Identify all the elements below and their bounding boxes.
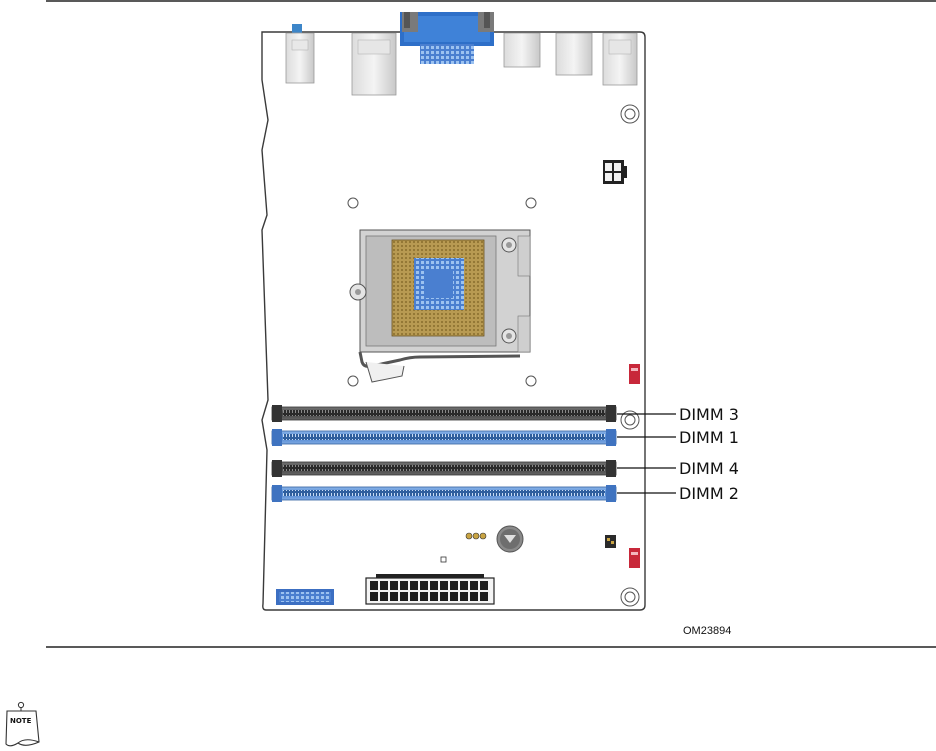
audio-jack-top [292,24,302,34]
callout-dimm-4: DIMM 4 [679,459,739,478]
atx-pin [460,592,468,601]
atx12v-connector [603,160,627,184]
usb-stack-middle [504,33,540,67]
atx-pin [410,581,418,590]
cmos-battery [497,526,523,552]
note-icon: NOTE [6,702,39,745]
atx-pin [460,581,468,590]
atx-pin [390,581,398,590]
atx-pin [450,592,458,601]
dimm-slot-4 [272,460,616,477]
atx-pin [410,592,418,601]
atx-pin [380,592,388,601]
callout-dimm-1: DIMM 1 [679,428,739,447]
chassis-fan-header-small [605,535,616,548]
front-panel-usb-header [276,589,334,605]
dimm-slot-2 [272,485,616,502]
atx-pin [370,592,378,601]
atx-pin [480,581,488,590]
atx-pin [480,592,488,601]
fan-header-cpu [629,364,640,384]
note-icon-text: NOTE [10,717,32,725]
dimm-slot-3 [272,405,616,422]
atx-pin [420,592,428,601]
callout-dimm-2: DIMM 2 [679,484,739,503]
usb-stack-right [556,33,592,75]
figure-id: OM23894 [683,625,731,637]
atx-pin [370,581,378,590]
jumper-header [466,533,486,539]
dimm-slot-1 [272,429,616,446]
atx-pin [430,581,438,590]
vga-pins [420,44,474,64]
atx-pin [430,592,438,601]
atx-pin [390,592,398,601]
atx-pin [420,581,428,590]
atx-pin [400,581,408,590]
small-chip [441,557,446,562]
atx-pin [470,581,478,590]
callout-dimm-3: DIMM 3 [679,405,739,424]
atx-pin [400,592,408,601]
atx-pin [450,581,458,590]
atx-pin [440,592,448,601]
atx-pin [380,581,388,590]
fan-header-rear [629,548,640,568]
atx-pin [440,581,448,590]
atx-pin [470,592,478,601]
